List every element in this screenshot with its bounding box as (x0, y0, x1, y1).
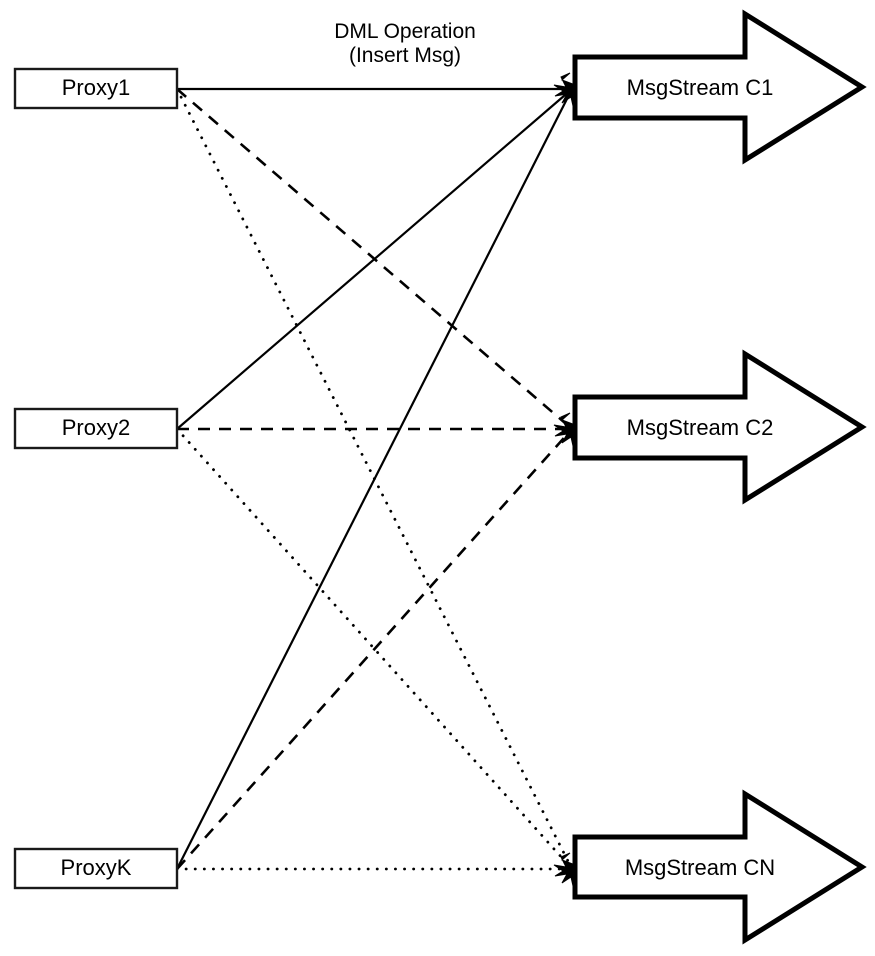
connection-proxy2-to-cn (175, 427, 574, 871)
proxyk-label: ProxyK (61, 855, 132, 880)
node-msgstream-cn[interactable]: MsgStream CN (572, 789, 867, 945)
connection-proxy2-to-c1 (176, 88, 573, 430)
node-proxy1[interactable]: Proxy1 (13, 67, 179, 110)
proxy2-label: Proxy2 (62, 415, 130, 440)
node-msgstream-c2[interactable]: MsgStream C2 (572, 349, 867, 505)
msgstream-nodes-layer: MsgStream C1 MsgStream C2 MsgStream CN (572, 9, 867, 945)
msgstream-c1-shape (572, 9, 867, 165)
msgstream-c1-label: MsgStream C1 (627, 75, 774, 100)
dml-operation-label-line2: (Insert Msg) (349, 44, 461, 67)
msgstream-cn-label: MsgStream CN (625, 855, 775, 880)
proxyk-box (13, 847, 179, 890)
msgstream-c2-shape (572, 349, 867, 505)
node-proxyk[interactable]: ProxyK (13, 847, 179, 890)
dml-operation-label: DML Operation (Insert Msg) (334, 20, 476, 67)
proxy1-box (13, 67, 179, 110)
msgstream-c2-label: MsgStream C2 (627, 415, 774, 440)
node-proxy2[interactable]: Proxy2 (13, 407, 179, 450)
connection-proxyk-to-c2 (176, 428, 573, 870)
connections-layer (175, 87, 574, 871)
proxy1-label: Proxy1 (62, 75, 130, 100)
msgstream-cn-shape (572, 789, 867, 945)
node-msgstream-c1[interactable]: MsgStream C1 (572, 9, 867, 165)
proxy2-box (13, 407, 179, 450)
dml-operation-label-line1: DML Operation (334, 20, 476, 43)
connection-proxyk-to-c1 (176, 88, 573, 870)
arrowheads-layer (553, 72, 587, 888)
